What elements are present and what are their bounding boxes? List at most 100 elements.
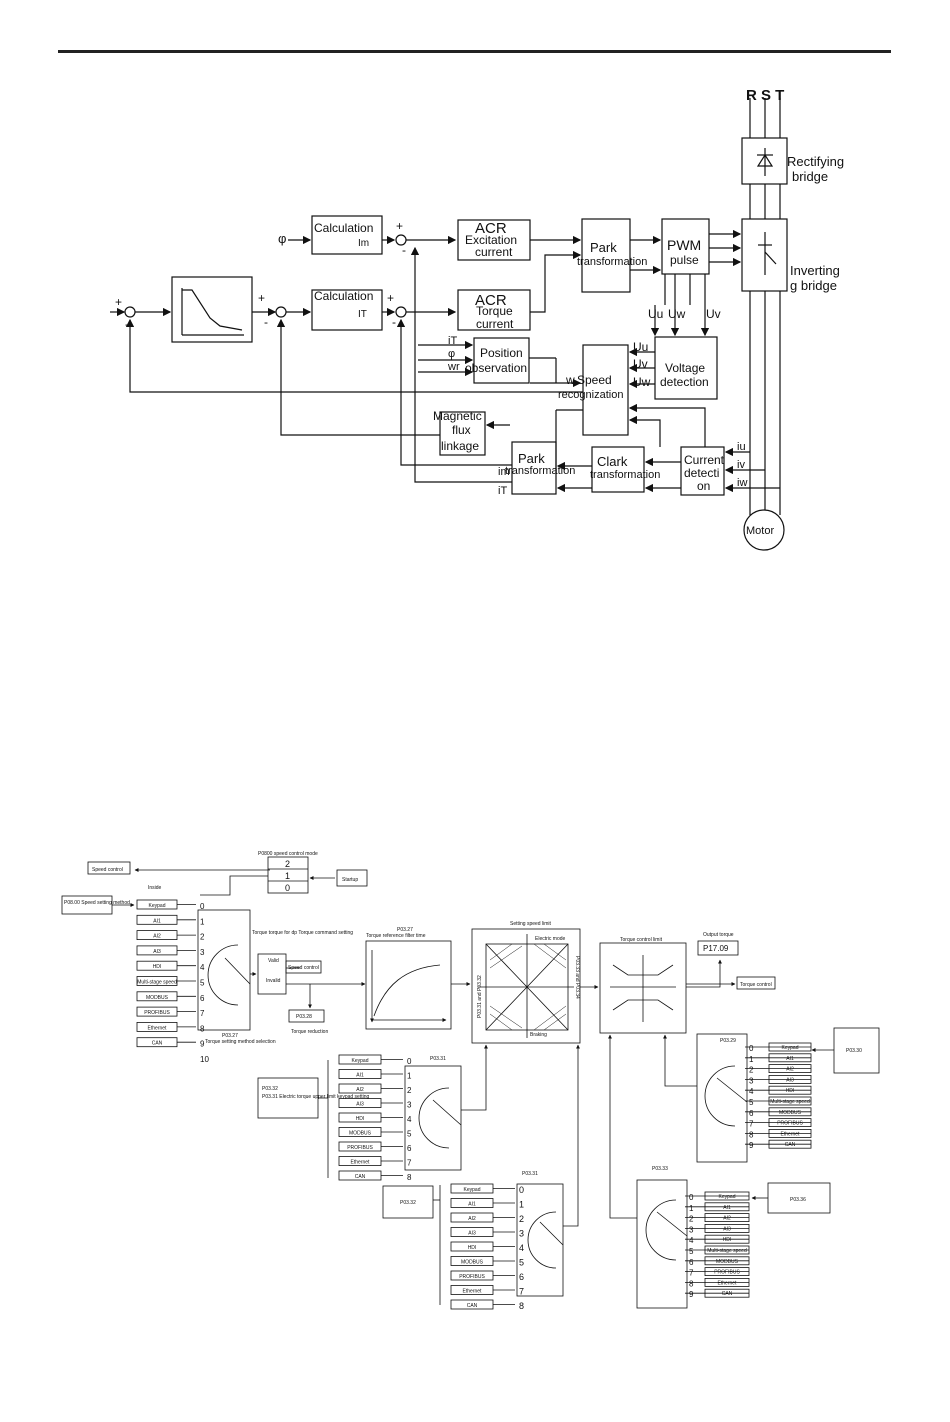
index-label: 8: [407, 1173, 412, 1182]
right-vert-label: P03.33 and P03.34: [574, 956, 580, 999]
p0336-box: P03.36: [790, 1197, 806, 1203]
index-label: 4: [200, 963, 205, 972]
plus-sign: +: [115, 295, 122, 309]
index-label: 3: [519, 1229, 524, 1239]
source-label: HDI: [153, 964, 162, 970]
voltdet-l2: detection: [660, 375, 709, 389]
source-label: HDI: [468, 1245, 477, 1251]
index-label: 4: [689, 1236, 694, 1245]
index-label: 0: [407, 1057, 412, 1066]
pwm-l2: pulse: [670, 253, 699, 267]
index-label: 1: [519, 1200, 524, 1210]
plus-sign: +: [258, 291, 265, 305]
index-label: 1: [749, 1055, 754, 1064]
source-label: CAN: [467, 1303, 478, 1309]
uu2-label: Uu: [633, 340, 648, 354]
source-label: Ethernet: [351, 1160, 371, 1166]
source-label: MODBUS: [461, 1260, 484, 1266]
index-label: 6: [749, 1109, 754, 1118]
acr-exc-l3: current: [475, 245, 513, 259]
clark-title: Clark: [597, 454, 628, 469]
source-label: Keypad: [464, 1187, 481, 1193]
source-label: PROFIBUS: [714, 1270, 740, 1276]
mag-l2: flux: [452, 423, 471, 437]
index-label: 0: [689, 1193, 694, 1202]
rst-label: R S T: [746, 87, 784, 104]
park2-l2: transformation: [505, 465, 575, 477]
mode-val-0: 0: [285, 883, 290, 893]
elec-upper-label: P03.31 Electric torque upper limit keypa…: [262, 1094, 369, 1100]
p1709-box: P17.09: [703, 944, 729, 953]
torque-select-label: Torque torque for dp Torque command sett…: [252, 930, 353, 936]
voltdet-l1: Voltage: [665, 361, 705, 375]
source-label: HDI: [723, 1237, 732, 1243]
inverting-bridge-label: g bridge: [790, 278, 837, 293]
uv-label: Uv: [706, 307, 721, 321]
index-label: 3: [407, 1101, 412, 1110]
mode-val-2: 2: [285, 859, 290, 869]
source-label: AI1: [786, 1056, 794, 1062]
index-label: 5: [749, 1098, 754, 1107]
index-label: 2: [200, 933, 205, 942]
index-label: 0: [519, 1185, 524, 1195]
index-label: 1: [407, 1072, 412, 1081]
acr-exc-title: ACR: [475, 220, 507, 237]
motor-label: Motor: [746, 525, 774, 537]
index-label: 7: [200, 1009, 205, 1018]
p0800b-label: P08.00 Speed setting method: [64, 900, 130, 906]
index-label: 2: [407, 1086, 412, 1095]
source-label: Ethernet: [463, 1289, 483, 1295]
source-label: AI1: [468, 1202, 476, 1208]
electric-label: Electric mode: [535, 936, 566, 942]
speed-control-box: Speed control: [92, 867, 123, 873]
setting-label: Setting speed limit: [510, 921, 551, 927]
vector-control-diagram: R S T Rectifying bridge Inverting g brid…: [110, 87, 844, 551]
header-rule: [58, 50, 891, 53]
index-label: 2: [749, 1066, 754, 1075]
torque-control-box: Torque control: [740, 982, 772, 988]
index-label: 5: [689, 1247, 694, 1256]
calc-im-label: Calculation: [314, 221, 373, 235]
index-label: 2: [519, 1214, 524, 1224]
phi-input: φ: [278, 231, 286, 246]
pwm-title: PWM: [667, 237, 701, 253]
index-label: 8: [689, 1279, 694, 1288]
p0800-label: P0800 speed control mode: [258, 851, 318, 857]
index-label: 4: [519, 1243, 524, 1253]
source-label: AI2: [153, 934, 161, 940]
source-label: AI3: [786, 1077, 794, 1083]
p0327f-label: P03.27: [397, 927, 413, 933]
index-label: 1: [689, 1204, 694, 1213]
source-label: Keypad: [149, 903, 166, 909]
speed-w: w: [565, 373, 575, 387]
uw2-label: Uw: [633, 375, 651, 389]
curdet-l2: detecti: [684, 466, 719, 480]
curdet-l3: on: [697, 479, 710, 493]
uv2-label: Uv: [633, 357, 648, 371]
source-label: AI3: [468, 1231, 476, 1237]
minus-sign: -: [402, 243, 406, 257]
iv-sym: iv: [737, 459, 745, 471]
source-label: AI3: [723, 1226, 731, 1232]
source-label: AI2: [356, 1087, 364, 1093]
plus-sign: +: [387, 291, 394, 305]
index-label: 8: [519, 1301, 524, 1311]
source-list-c: KeypadAI1AI2AI3HDIMODBUSPROFIBUSEthernet…: [450, 1183, 524, 1311]
uw-label: Uw: [668, 307, 686, 321]
output-torque-label: Output torque: [703, 932, 734, 938]
source-label: AI1: [723, 1205, 731, 1211]
clark-l2: transformation: [590, 469, 660, 481]
torque-reduction: Torque reduction: [291, 1029, 328, 1035]
source-label: AI1: [356, 1073, 364, 1079]
calc-it-sub: IT: [358, 309, 367, 320]
index-label: 7: [689, 1269, 694, 1278]
p0328-box: P03.28: [296, 1014, 312, 1020]
source-label: MODBUS: [779, 1110, 802, 1116]
index-label: 6: [200, 994, 205, 1003]
p0331-label: P03.31: [430, 1056, 446, 1062]
park2-title: Park: [518, 451, 545, 466]
speedrec-l2: recognization: [558, 389, 623, 401]
source-label: HDI: [356, 1116, 365, 1122]
